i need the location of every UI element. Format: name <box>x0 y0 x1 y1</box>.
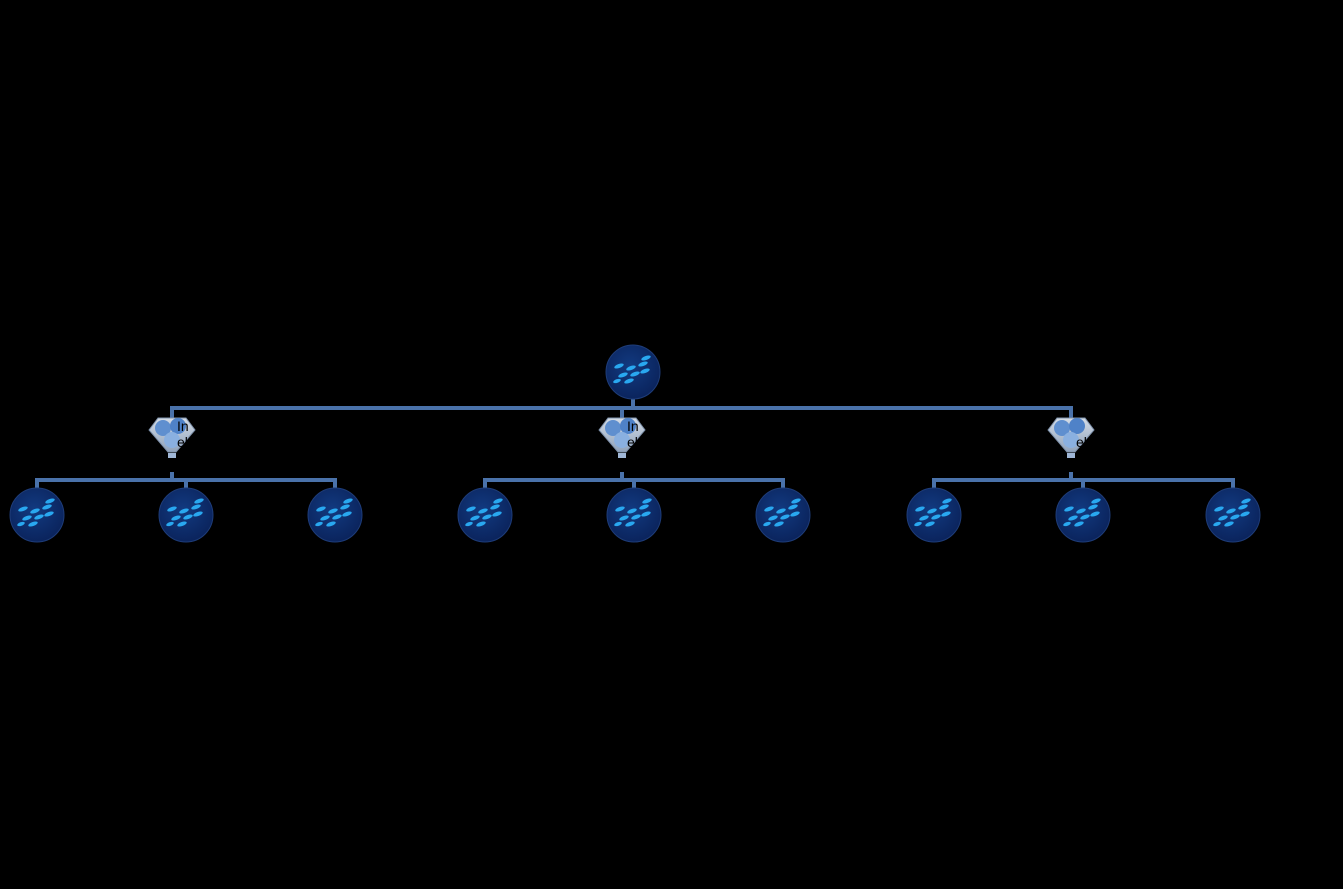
child-node[interactable] <box>906 487 962 543</box>
group-label: In <box>177 418 189 434</box>
group-label: el <box>177 434 188 450</box>
group-label: el <box>627 434 638 450</box>
child-node[interactable] <box>1205 487 1261 543</box>
child-node[interactable] <box>606 487 662 543</box>
funnel-icon <box>148 417 196 458</box>
child-node[interactable] <box>1055 487 1111 543</box>
child-node[interactable] <box>307 487 363 543</box>
group-label: el <box>1076 434 1087 450</box>
group-label: In <box>627 418 639 434</box>
funnel-icon <box>1047 417 1095 458</box>
child-node[interactable] <box>158 487 214 543</box>
child-node[interactable] <box>457 487 513 543</box>
root-node[interactable] <box>605 344 661 400</box>
child-node[interactable] <box>755 487 811 543</box>
funnel-icon <box>598 417 646 458</box>
child-node[interactable] <box>9 487 65 543</box>
